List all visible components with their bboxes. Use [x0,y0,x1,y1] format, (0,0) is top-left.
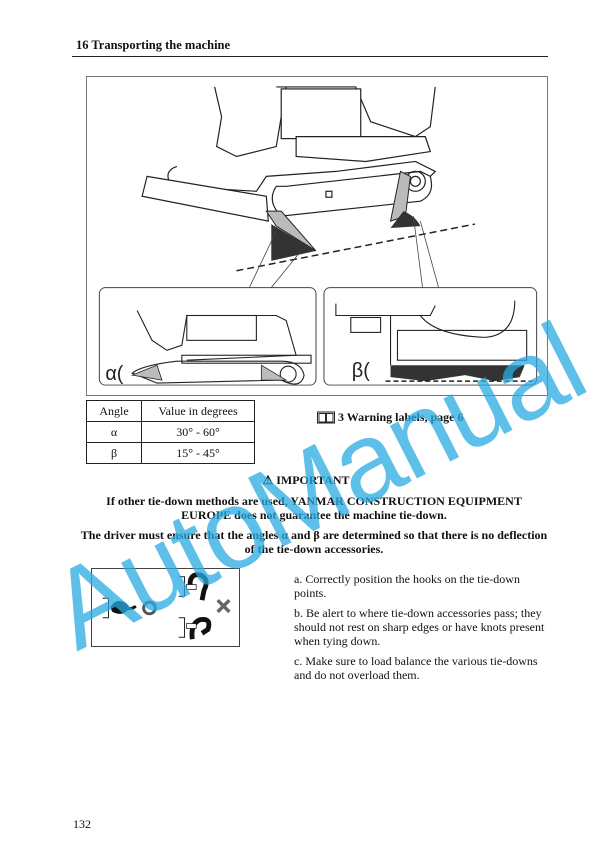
page-number: 132 [73,817,91,831]
warning-triangle-icon: ⚠ [262,473,274,487]
excavator-illustration: α( β( [98,86,538,386]
important-paragraph-1: If other tie-down methods are used, YANM… [106,494,522,522]
table-header-row: Angle Value in degrees [86,400,255,422]
important-paragraph-2: The driver must ensure that the angles α… [80,528,548,556]
hook-position-figure [91,568,240,647]
important-heading: ⚠ IMPORTANT [0,473,612,488]
column-header-value: Value in degrees [141,400,255,422]
alpha-label: α( [105,363,123,385]
instruction-list: a. Correctly position the hooks on the t… [294,572,546,688]
incorrect-x-icon [216,598,231,614]
instruction-item: c. Make sure to load balance the various… [294,654,538,682]
table-row: α 30° - 60° [86,421,255,443]
angle-cell: α [86,421,142,443]
cross-reference-text: 3 Warning labels, page 6 [338,410,464,424]
table-row: β 15° - 45° [86,442,255,464]
value-cell: 30° - 60° [141,421,255,443]
book-icon [317,411,335,424]
column-header-angle: Angle [86,400,142,422]
angle-cell: β [86,442,142,464]
instruction-item: a. Correctly position the hooks on the t… [294,572,520,600]
cross-reference-link[interactable]: 3 Warning labels, page 6 [317,410,463,425]
instruction-item: b. Be alert to where tie-down accessorie… [294,606,545,648]
value-cell: 15° - 45° [141,442,255,464]
tie-down-figure: α( β( [86,76,548,396]
angle-table: Angle Value in degrees α 30° - 60° β 15°… [86,400,255,464]
beta-label: β( [352,360,370,382]
important-title: IMPORTANT [276,473,350,487]
header-rule [72,56,548,57]
section-header: 16 Transporting the machine [76,38,231,52]
hook-illustration [102,572,231,640]
correct-circle-icon [142,600,157,616]
